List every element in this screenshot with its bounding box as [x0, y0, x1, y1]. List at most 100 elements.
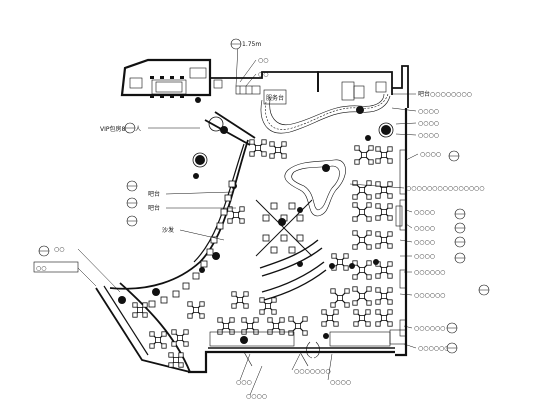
table-x-group [187, 301, 205, 319]
table-x-group [375, 261, 393, 279]
section-markers [38, 38, 490, 354]
seat [206, 248, 214, 256]
booth-arc [259, 239, 327, 301]
leader-line [235, 43, 239, 87]
leader-line [77, 267, 97, 287]
plant-dot [365, 135, 371, 141]
leader-line [403, 325, 413, 329]
section-marker [454, 236, 466, 248]
table-x-group [352, 230, 372, 250]
seat [160, 296, 168, 304]
table-x-group [330, 288, 350, 308]
label-right-08: ○○○○ [414, 225, 435, 232]
table-x-group [375, 146, 393, 164]
leader-line [327, 353, 333, 381]
table-x-group [132, 302, 148, 318]
label-bottom-a: ○○○ [236, 379, 252, 386]
right-wall-cabinets [389, 149, 407, 345]
seat [216, 222, 224, 230]
leader-line [405, 223, 413, 229]
svg-text:服务台: 服务台 [266, 94, 284, 102]
label-right-12: ○○○○○○ [414, 292, 445, 299]
plant-dot [297, 207, 303, 213]
plant-dot [152, 288, 160, 296]
label-right-13: ○○○○○○ [414, 325, 445, 332]
leader-line [239, 59, 257, 83]
plant-dot [212, 252, 220, 260]
table-x-group [352, 286, 372, 306]
plant-dot [381, 125, 391, 135]
table-x-group [288, 316, 308, 336]
table-x-group [269, 141, 287, 159]
left-arc-seats [148, 180, 236, 308]
label-right-04: ○○○○ [418, 132, 439, 139]
label-sofa: 沙发 [162, 226, 174, 234]
leader-line [395, 122, 417, 125]
table-x-group [171, 329, 189, 347]
table-x-group [354, 145, 374, 165]
seat [192, 272, 200, 280]
plant-dot [356, 106, 364, 114]
table-groups [132, 139, 393, 368]
label-top-b: ○○ [258, 71, 268, 78]
table-x-group [352, 180, 372, 200]
section-marker [230, 38, 242, 50]
leader-lines [77, 43, 419, 396]
plant-dot [329, 263, 335, 269]
leader-line [405, 153, 419, 161]
section-marker [126, 197, 138, 209]
section-marker [126, 180, 138, 192]
bottom-booths [209, 331, 391, 367]
label-right-01: 吧台○○○○○○○○ [418, 90, 472, 98]
label-vip-room: VIP包房8-10人 [100, 125, 141, 133]
leader-line [249, 365, 263, 396]
seat [220, 208, 228, 216]
label-right-14: ○○○○○○ [418, 345, 449, 352]
label-bar-1: 吧台 [148, 190, 160, 198]
table-x-group [375, 287, 393, 305]
seat [224, 194, 232, 202]
label-right-07: ○○○○ [414, 209, 435, 216]
table-x-group [321, 309, 339, 327]
label-right-11: ○○○○○○ [414, 269, 445, 276]
table-x-group [353, 309, 371, 327]
table-x-group [352, 202, 372, 222]
table-x-group [231, 291, 249, 309]
seat [228, 180, 236, 188]
leader-line [403, 343, 417, 349]
leader-line [395, 133, 417, 136]
leader-line [77, 248, 121, 293]
vip-room [129, 67, 207, 103]
section-marker [448, 150, 460, 162]
plant-dot [118, 296, 126, 304]
section-marker [454, 252, 466, 264]
planter [378, 122, 394, 138]
plant-dot [373, 259, 379, 265]
curved-bar [260, 81, 391, 134]
plant-dot [195, 155, 205, 165]
central-table-cluster [255, 199, 313, 257]
section-marker [454, 208, 466, 220]
plant-dot [199, 267, 205, 273]
table-x-group [375, 231, 393, 249]
leader-line [391, 107, 417, 112]
seat [200, 260, 208, 268]
section-marker [454, 222, 466, 234]
table-x-group [375, 181, 393, 199]
table-x-group [227, 206, 245, 224]
table-x-group [168, 352, 184, 368]
seat [210, 236, 218, 244]
section-marker [478, 284, 490, 296]
plant-dot [278, 218, 286, 226]
plant-dot [323, 333, 329, 339]
table-x-group [149, 331, 167, 349]
planter [208, 116, 224, 132]
label-right-03: ○○○○ [418, 120, 439, 127]
plant-dot [322, 164, 330, 172]
label-bottom-d: ○○○○ [246, 393, 267, 400]
plant-dot [297, 261, 303, 267]
table-x-group [259, 297, 277, 315]
plant-dot [220, 126, 228, 134]
label-top-level: 1.75m [242, 41, 261, 48]
seat [172, 290, 180, 298]
